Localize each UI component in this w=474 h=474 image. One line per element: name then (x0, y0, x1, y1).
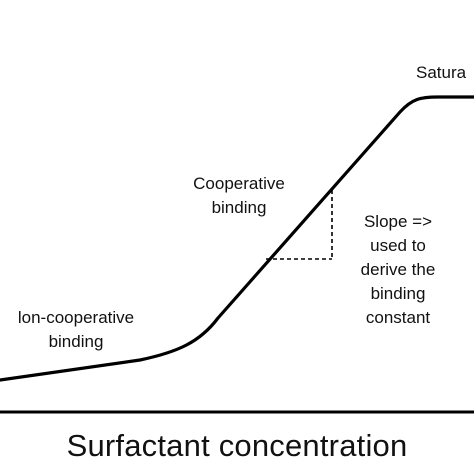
slope-note-line-3: derive the (360, 260, 436, 279)
non-cooperative-binding-label: lon-cooperative binding (0, 306, 164, 354)
saturation-label-text: Satura (416, 63, 467, 82)
slope-note-line-1: Slope => (363, 212, 433, 231)
saturation-label: Satura (416, 61, 466, 85)
slope-note-label: Slope => used to derive the binding cons… (338, 210, 458, 330)
non-cooperative-line-2: binding (48, 332, 104, 351)
cooperative-line-1: Cooperative (193, 174, 285, 193)
cooperative-line-2: binding (211, 198, 267, 217)
slope-note-line-5: constant (365, 308, 431, 327)
slope-note-line-4: binding (370, 284, 426, 303)
x-axis-title: Surfactant concentration (66, 428, 408, 463)
non-cooperative-line-1: lon-cooperative (17, 308, 135, 327)
cooperative-binding-label: Cooperative binding (171, 172, 307, 220)
binding-curve (0, 95, 474, 382)
slope-note-line-2: used to (370, 236, 426, 255)
